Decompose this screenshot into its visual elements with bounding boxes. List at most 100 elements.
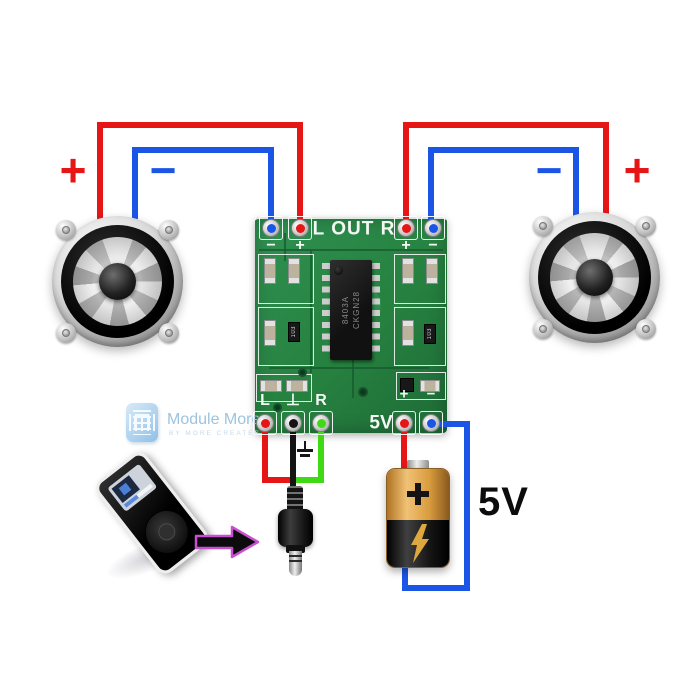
smd-resistor-103: 103 [424,324,436,344]
chip-pin1-dimple [334,266,343,275]
wire-power-negative-horiz-bottom [402,585,470,591]
input-right-label: R [315,392,327,409]
pcb-via [273,403,282,412]
smd-component [426,258,438,284]
smd-component [400,378,414,392]
pad-audio-ground [281,411,305,435]
audio-jack-plug-body [278,509,313,547]
battery-plus-icon [407,491,429,497]
jack-strain-relief [287,486,303,512]
pad-out-right-minus [421,216,445,240]
pcb-trace [352,360,354,398]
jack-neck [286,545,305,553]
screw-tab-icon [636,216,656,236]
right-speaker-minus-label: − [535,144,563,196]
out-header-label: L OUT R [312,218,396,240]
chip-pins-right [372,263,380,357]
silkscreen-box [258,307,314,366]
pcb-trace [259,249,443,251]
pcb-trace [310,251,312,373]
wire-end [288,418,298,428]
pad-out-left-plus [288,216,312,240]
wire-audio-ground-vert [290,423,296,490]
center-button [154,519,179,544]
jack-insulator-ring [289,560,302,562]
smd-component [264,258,276,284]
left-speaker-plus-label: + [59,144,87,196]
right-arrow-icon [194,525,260,559]
pcb-via [358,387,368,397]
input-left-label: L [260,392,270,409]
wire-left-minus-vert-board [268,147,274,230]
pcb-via [298,368,307,377]
wire-audio-left-horiz [262,477,296,483]
pam8403-chip: 8403A CKGN28 [330,260,372,360]
ground-symbol-icon [300,454,310,457]
silkscreen-box [256,374,312,402]
wire-audio-right-vert [318,423,324,483]
smd-component [420,380,440,392]
battery [386,468,450,568]
battery-terminal-cap [407,460,429,470]
screw-tab-icon [533,216,553,236]
wire-power-negative-horiz-top [431,421,470,427]
power-minus-mark: − [426,385,436,403]
left-speaker [52,216,183,347]
watermark-brand-text: Module More [167,411,261,428]
amplifier-module-pcb: 103 103 8403A CKGN28 L OUT R − + + − L ⊥ [255,217,447,433]
screw-tab-icon [56,323,76,343]
wire-right-plus-horiz [403,122,609,128]
wire-left-plus-horiz [97,122,303,128]
smd-component [402,320,414,346]
ground-symbol-icon [304,441,306,450]
pad-out-left-minus [259,216,283,240]
screw-tab-icon [56,220,76,240]
wire-end [426,418,436,428]
screw-tab-icon [159,323,179,343]
wire-left-plus-vert-board [297,122,303,230]
pad-power-minus [419,411,443,435]
smd-component [288,258,300,284]
screw-tab-icon [159,220,179,240]
wire-power-negative-vert-battery [402,560,408,591]
silkscreen-box [258,254,314,304]
wire-audio-right-horiz [296,477,324,483]
wire-end [401,223,411,233]
chip-logo-icon [126,403,158,442]
speaker-dust-cap [99,263,136,300]
lightning-bolt-icon [411,523,429,563]
battery-gold-section [387,469,449,520]
pad-power-plus [392,411,416,435]
pcb-trace [269,367,429,369]
ipod-screen [107,463,158,512]
wire-left-minus-horiz [132,147,274,153]
wire-right-minus-horiz [428,147,579,153]
wire-end [266,223,276,233]
wire-left-minus-vert-speaker [132,147,138,221]
pad-audio-left [253,411,277,435]
out-right-plus-mark: + [401,237,411,254]
click-wheel [135,501,198,563]
jack-insulator-ring [289,555,302,557]
smd-component [286,380,308,392]
battery-black-section [387,519,449,567]
chip-pins-left [322,263,330,357]
screw-tab-icon [533,319,553,339]
power-5v-label: 5V [369,412,393,434]
wire-power-negative-vert-right [464,421,470,591]
smd-resistor-103: 103 [288,322,300,342]
smd-component [402,258,414,284]
chip-marking-line2: CKGN28 [352,290,361,329]
jack-tip [289,568,302,576]
wire-right-minus-vert-speaker [573,147,579,217]
wire-left-plus-vert-speaker [97,122,103,221]
smd-component [260,380,282,392]
wire-audio-left-vert [262,423,268,483]
wire-end [260,418,270,428]
pcb-trace [284,233,286,261]
right-speaker [529,212,660,343]
supply-voltage-label: 5V [478,480,529,524]
silkscreen-box [396,372,446,400]
wire-end [399,418,409,428]
